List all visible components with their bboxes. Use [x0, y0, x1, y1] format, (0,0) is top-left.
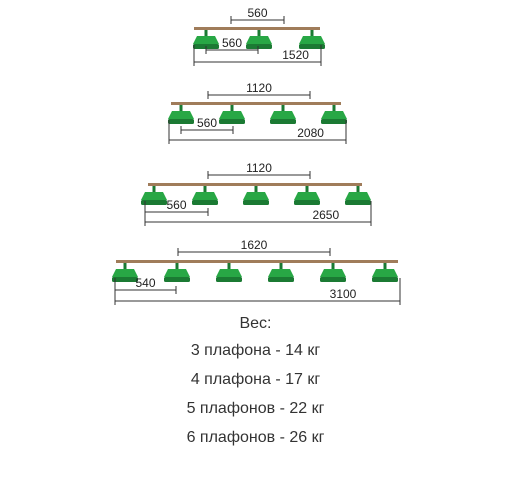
- row-3-offset-dim-label: 560: [222, 36, 242, 50]
- row-4-shade-2-stem: [230, 105, 234, 111]
- row-5-offset-dim-label: 560: [166, 198, 186, 212]
- row-5-shade-2-top: [192, 192, 218, 200]
- row-5-shade-5-base: [345, 200, 371, 205]
- row-4-shade-3-top: [270, 111, 296, 119]
- row-5-shade-5-stem: [356, 186, 360, 192]
- row-3-shade-2-stem: [257, 30, 261, 36]
- row-3-length-dim-label: 1520: [282, 48, 309, 62]
- row-6-shade-3-top: [216, 269, 242, 277]
- weight-line-5: 5 плафонов - 22 кг: [186, 400, 325, 417]
- row-3-shade-3-top: [299, 36, 325, 44]
- row-4-offset-dim-label: 560: [197, 116, 217, 130]
- row-5-length-dim-label: 2650: [312, 208, 339, 222]
- row-4-shade-3-base: [270, 119, 296, 124]
- row-4-shade-4-base: [321, 119, 347, 124]
- row-4-shade-2-top: [219, 111, 245, 119]
- row-5-shade-3-top: [243, 192, 269, 200]
- row-5-shade-1-stem: [152, 186, 156, 192]
- row-4-shade-1-base: [168, 119, 194, 124]
- row-6-shade-2-top: [164, 269, 190, 277]
- weight-line-6: 6 плафонов - 26 кг: [186, 429, 325, 446]
- row-6-shade-1-stem: [123, 263, 127, 269]
- row-3-spacing-dim-label: 560: [247, 6, 267, 20]
- row-4-length-dim-label: 2080: [297, 126, 324, 140]
- row-5-shade-4-stem: [305, 186, 309, 192]
- row-4-shade-4-top: [321, 111, 347, 119]
- fixture-diagram: 560 560 1520 1120 560 2080 1120 560 2650 1620 540 3…: [112, 6, 401, 305]
- row-5-bar: [148, 183, 362, 186]
- row-6-offset-dim-label: 540: [135, 276, 155, 290]
- row-6-bar: [116, 260, 398, 263]
- weight-line-3: 3 плафона - 14 кг: [190, 342, 321, 359]
- row-6-shade-6-stem: [383, 263, 387, 269]
- row-4-shade-2-base: [219, 119, 245, 124]
- row-5-shade-2-base: [192, 200, 218, 205]
- row-6-length-dim-label: 3100: [330, 287, 357, 301]
- row-6-shade-6-base: [372, 277, 398, 282]
- row-4-shade-1-stem: [179, 105, 183, 111]
- row-5-shade-5-top: [345, 192, 371, 200]
- row-4-spacing-dim-label: 1120: [246, 81, 272, 95]
- row-3-bar: [194, 27, 320, 30]
- row-6-shade-4-base: [268, 277, 294, 282]
- row-6-shade-1-base: [112, 277, 138, 282]
- row-3-shade-1-top: [193, 36, 219, 44]
- row-6-shade-4-stem: [279, 263, 283, 269]
- row-6-shade-5-stem: [331, 263, 335, 269]
- row-6-shade-1-top: [112, 269, 138, 277]
- row-3-shade-2-top: [246, 36, 272, 44]
- row-5-shade-4-base: [294, 200, 320, 205]
- row-6-shade-2-base: [164, 277, 190, 282]
- row-5-shade-3-stem: [254, 186, 258, 192]
- row-6-shade-5-base: [320, 277, 346, 282]
- row-5-shade-1-base: [141, 200, 167, 205]
- row-5-spacing-dim-label: 1120: [246, 161, 272, 175]
- row-6-shade-2-stem: [175, 263, 179, 269]
- row-6-spacing-dim-label: 1620: [241, 238, 268, 252]
- weight-line-4: 4 плафона - 17 кг: [190, 371, 321, 388]
- row-4-shade-4-stem: [332, 105, 336, 111]
- row-5-shade-1-top: [141, 192, 167, 200]
- row-6-shade-4-top: [268, 269, 294, 277]
- row-5-shade-2-stem: [203, 186, 207, 192]
- weights-block: Вес: 3 плафона - 14 кг 4 плафона - 17 кг…: [0, 312, 511, 452]
- row-6-shade-5-top: [320, 269, 346, 277]
- row-6-shade-6-top: [372, 269, 398, 277]
- weights-title: Вес:: [239, 315, 272, 332]
- row-6-shade-3-stem: [227, 263, 231, 269]
- row-6-shade-3-base: [216, 277, 242, 282]
- row-3-shade-1-stem: [204, 30, 208, 36]
- row-4-shade-3-stem: [281, 105, 285, 111]
- row-4-shade-1-top: [168, 111, 194, 119]
- row-3-shade-2-base: [246, 44, 272, 49]
- row-3-shade-3-base: [299, 44, 325, 49]
- row-3-shade-3-stem: [310, 30, 314, 36]
- row-4-bar: [171, 102, 341, 105]
- row-5-shade-3-base: [243, 200, 269, 205]
- row-5-shade-4-top: [294, 192, 320, 200]
